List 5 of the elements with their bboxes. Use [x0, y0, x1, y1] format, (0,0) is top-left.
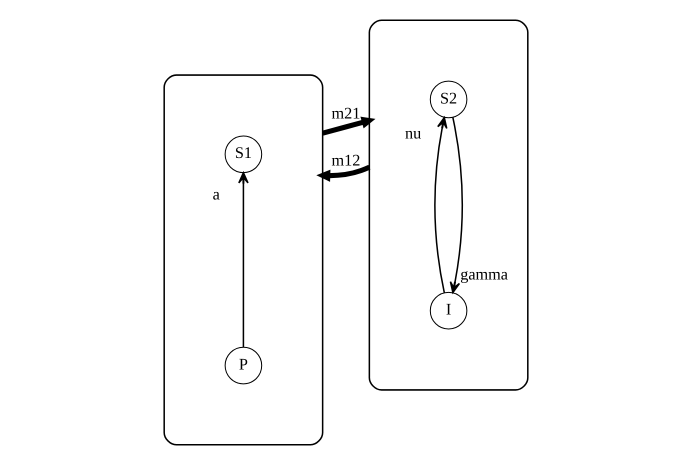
edge-label: m21	[331, 104, 360, 123]
edge-label: a	[212, 185, 220, 204]
edge-label: nu	[404, 124, 421, 142]
edge-label: m12	[331, 151, 360, 170]
edge-label: gamma	[460, 265, 508, 284]
